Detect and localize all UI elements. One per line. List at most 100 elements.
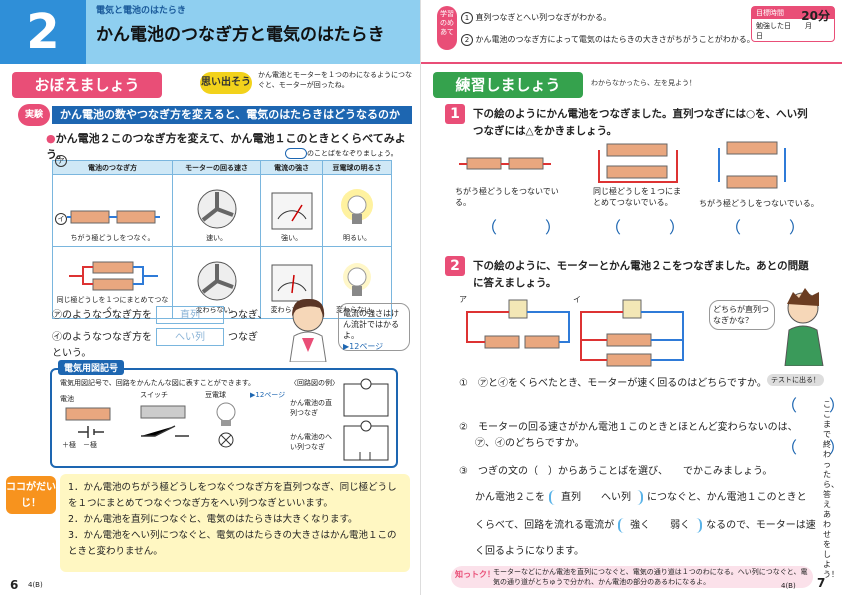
answer-paren-1[interactable]: （ ） (481, 218, 562, 237)
sentence-text: くらべて、回路を流れる電流が (475, 520, 615, 531)
svg-text:ア: ア (459, 295, 467, 304)
answer-paren-q2-2[interactable]: （ ） (781, 438, 842, 457)
test-tag: テストに出る！ (767, 374, 824, 386)
q1-caption-3: ちがう極どうしをつないでいる。 (699, 199, 819, 208)
fill-line-parallel: ㋑のようなつなぎ方をへい列つなぎ (52, 328, 258, 346)
speech-bubble: 電流の強さはけん流計ではかるよ。 ▶12ページ (338, 303, 410, 351)
symbol-bulb-label: 豆電球 (205, 391, 226, 399)
circuit-title: 〈回路図の例〉 (290, 379, 339, 387)
row-mark: イ (55, 213, 67, 225)
q2-sentence-3: く回るようになります。 (475, 546, 584, 557)
q2-sub2a: ② モーターの回る速さがかん電池１このときとほとんど変わらないのは、 (459, 422, 798, 433)
table-header: モーターの回る速さ (171, 160, 262, 175)
shitto-label: 知っトク！ (455, 570, 495, 579)
goal-2: 2 かん電池のつなぎ方によって電気のはたらきの大きさがちがうことがわかる。 (461, 34, 755, 46)
trace-box-series[interactable]: 直列 (156, 306, 224, 324)
series-circuit-label: かん電池の直列つなぎ (290, 399, 332, 417)
bubble-text: 電流の強さはけん流計ではかるよ。 (343, 309, 399, 340)
header-divider (421, 62, 842, 64)
fill-text: ㋐のようなつなぎ方を (52, 310, 152, 321)
bulb-symbol-icon (216, 402, 236, 448)
table-header: 電池のつなぎ方 (52, 160, 173, 175)
header-bar (86, 0, 420, 64)
ammeter-strong-icon (271, 192, 313, 230)
table-header: 電流の強さ (260, 160, 324, 175)
bubble-ref[interactable]: ▶12ページ (343, 342, 384, 351)
bulb-bright-icon (341, 189, 374, 224)
side-note: ここまで終わったら、答えあわせをしよう！ (823, 400, 839, 579)
pill-box-icon (285, 148, 307, 159)
page-code: 4(B) (28, 581, 43, 589)
choice-series-parallel[interactable]: 直列 へい列 (549, 490, 643, 505)
girl-character-icon (289, 298, 327, 362)
trace-box-parallel[interactable]: へい列 (156, 328, 224, 346)
goal-tag: 学習のめあて (437, 6, 457, 50)
table-cell-text: 同じ極どうしを１つにまとめてつなぐ。 (56, 296, 169, 314)
sentence-text: なるので、モーターは速 (706, 520, 816, 531)
table-cell-text: 明るい。 (343, 234, 372, 242)
unit-title: かん電池のつなぎ方と電気のはたらき (96, 25, 385, 45)
fill-text: つなぎ、 (228, 310, 268, 321)
symbol-switch-label: スイッチ (140, 391, 168, 399)
answer-paren-q2-1[interactable]: （ ） (781, 396, 842, 415)
time-minutes: 20分 (801, 9, 830, 23)
right-page: 学習のめあて 1 直列つなぎとへい列つなぎがわかる。 2 かん電池のつなぎ方によ… (421, 0, 842, 595)
table-cell-text: ちがう極どうしをつなぐ。 (70, 234, 155, 242)
summary-box: 1．かん電池のちがう極どうしをつなぐつなぎ方を直列つなぎ、同じ極どうしを１つにま… (60, 474, 410, 572)
symbol-desc: 電気用図記号で、回路をかんたんな図に表すことができます。 (60, 379, 256, 387)
series-battery-illustration (66, 210, 160, 224)
fill-text: つなぎ (228, 332, 258, 343)
goal-text: かん電池のつなぎ方によって電気のはたらきの大きさがちがうことがわかる。 (475, 35, 755, 44)
table-row: イ 同じ極どうしを１つにまとめてつなぐ。 変わらない。 変わらない。 (52, 213, 392, 319)
answer-paren-2[interactable]: （ ） (605, 218, 686, 237)
summary-item: 3．かん電池をへい列につなぐと、電気のはたらきの大きさはかん電池１このときと変わ… (68, 530, 397, 557)
fill-line-series: ㋐のようなつなぎ方を直列つなぎ、 (52, 306, 268, 324)
symbol-box-title: 電気用図記号 (58, 360, 125, 375)
q2-sub1: ① ㋐と㋑をくらべたとき、モーターが速く回るのはどちらですか。 (459, 378, 767, 389)
omoide-badge: 思い出そう (200, 72, 252, 94)
q2-sentence-1: かん電池２こを直列 へい列につなぐと、かん電池１このときと (475, 490, 807, 505)
unit-number: 2 (0, 0, 86, 64)
symbol-ref-link[interactable]: ▶12ページ (250, 391, 286, 399)
table-cell: ア ちがう極どうしをつなぐ。 (52, 155, 173, 247)
q2-sentence-2: くらべて、回路を流れる電流が強く 弱くなるので、モーターは速 (475, 518, 816, 533)
table-cell: 強い。 (260, 174, 324, 247)
parallel-circuit-label: かん電池のへい列つなぎ (290, 433, 332, 451)
summary-item: 1．かん電池のちがう極どうしをつなぐつなぎ方を直列つなぎ、同じ極どうしを１つにま… (68, 482, 397, 509)
symbol-battery-label: 電池 (60, 395, 74, 403)
goal-number: 2 (461, 34, 473, 46)
q1-figure-3 (718, 141, 786, 189)
q1-figure-1 (459, 157, 551, 170)
page-code: 4(B) (781, 582, 796, 590)
choice-strong-weak[interactable]: 強く 弱く (618, 518, 703, 533)
trace-hint-text: のことばをなぞりましょう。 (307, 149, 398, 158)
table-cell: 明るい。 (322, 174, 392, 247)
question-2-number: 2 (445, 256, 465, 276)
q1-caption-1: ちがう極どうしをつないでいる。 (455, 187, 559, 207)
table-header-row: 電池のつなぎ方 モーターの回る速さ 電流の強さ 豆電球の明るさ (52, 160, 392, 175)
q2-figure-a: ア (459, 295, 570, 349)
fill-text: ㋑のようなつなぎ方を (52, 332, 152, 343)
row-mark: ア (55, 155, 67, 167)
fan-slow-icon (197, 261, 237, 301)
circuit-diagrams (343, 378, 389, 461)
jikken-badge: 実験 (18, 104, 50, 126)
study-date[interactable]: 勉強した日 月 日 (752, 19, 834, 43)
page-number: 7 (817, 576, 826, 590)
q1-caption-2: 同じ極どうしを１つにまとめてつないでいる。 (593, 187, 681, 207)
boy-character-icon (784, 288, 824, 366)
q2-sub3: ③ つぎの文の（ ）からあうことばを選び、 でかこみましょう。 (459, 466, 773, 477)
table-cell-text: 速い。 (206, 234, 228, 242)
table-cell: イ 同じ極どうしを１つにまとめてつなぐ。 (52, 213, 173, 319)
bullet-instruction: ●かん電池２このつなぎ方を変えて、かん電池１このときとくらべてみよう。 (46, 130, 420, 162)
bulb-same-icon (343, 263, 372, 296)
fan-fast-icon (197, 189, 237, 229)
plus-minus-label: ＋極 －極 (62, 441, 97, 449)
battery-symbol-icon (65, 407, 111, 438)
goal-number: 1 (461, 12, 473, 24)
table-header: 豆電球の明るさ (322, 160, 392, 175)
answer-paren-3[interactable]: （ ） (725, 218, 806, 237)
goal-1: 1 直列つなぎとへい列つなぎがわかる。 (461, 12, 611, 24)
summary-item: 2．かん電池を直列につなぐと、電気のはたらきは大きくなります。 (68, 514, 358, 525)
table-cell: 変わらない。 (322, 246, 392, 319)
